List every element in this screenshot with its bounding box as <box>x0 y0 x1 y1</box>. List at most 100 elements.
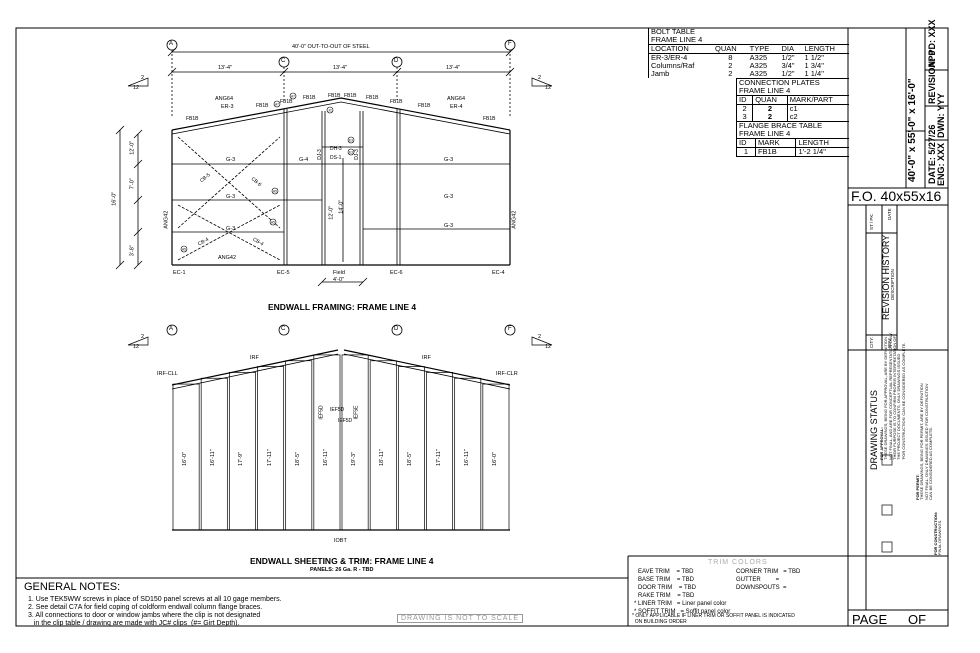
door-label: DH-3 <box>330 146 342 152</box>
grid-label-a: A <box>169 41 174 47</box>
height-dim-1: 12'-0" <box>129 140 136 155</box>
slope-rise-right: 2 <box>538 334 542 340</box>
note-line: in the clip table / drawing are made wit… <box>28 620 240 627</box>
col-header: QUAN <box>752 95 788 105</box>
trim-color-line: * LINER TRIM = Liner panel color <box>634 601 727 607</box>
panel-length-label: 16'-11" <box>322 449 329 466</box>
general-notes-title: GENERAL NOTES: <box>24 581 121 593</box>
trim-label: IRF-CLL <box>157 371 178 377</box>
cell: 1 1/2" <box>804 53 824 62</box>
door-height-dim: 12'-0" <box>328 205 335 220</box>
bay-dim-1: 13'-4" <box>218 65 233 71</box>
panel-length-label: 17'-9" <box>238 451 245 466</box>
cell: 2 <box>728 69 733 78</box>
sheeting-panel <box>341 354 369 531</box>
appd-text: APPD: XXX <box>927 19 937 68</box>
flange-brace-label: FB1B <box>186 116 199 122</box>
panels-note: PANELS: 26 Ga. R - TBD <box>310 567 374 573</box>
flange-brace-label: FB1B <box>280 99 293 105</box>
trim-color-line: DOWNSPOUTS = <box>736 585 787 591</box>
trim-label: IRF <box>422 355 431 361</box>
sheeting-panel <box>397 366 425 531</box>
clip-mark-label: A7 <box>291 94 295 98</box>
cell: Jamb <box>651 69 670 78</box>
status-line: FINAL DRAWINGS. <box>937 519 943 555</box>
sheeting-panel <box>228 372 256 531</box>
trim-footnote: * ONLY APPLICABLE IF LINER TRIM OR SOFFI… <box>632 613 795 619</box>
page-label: PAGE <box>852 612 888 627</box>
drawing-status-title: DRAWING STATUS <box>869 390 879 470</box>
dimensions-text: 40'-0" x 55'-0" x 16'-0" <box>907 78 918 182</box>
clip-mark <box>269 218 277 226</box>
col-header: LENGTH <box>804 44 835 53</box>
col-header: LENGTH <box>798 138 829 147</box>
flange-brace-label: FB1B <box>256 103 269 109</box>
field-label: Field <box>333 270 345 276</box>
grid-label-c: C <box>281 326 286 332</box>
flange-brace-label: FB1B <box>366 95 379 101</box>
trim-color-line: * SOFFIT TRIM = Soffit panel color <box>634 609 731 615</box>
bolt-table: BOLT TABLE FRAME LINE 4 LOCATION QUAN TY… <box>648 28 849 78</box>
girt-label: G-3 <box>444 157 454 163</box>
cell: 1 <box>736 147 756 157</box>
sheeting-panel <box>482 383 510 531</box>
panel-length-label: 18'-11" <box>379 449 386 466</box>
door-height-dim-2: 14'-0" <box>338 199 345 214</box>
panel-length-label: 17'-11" <box>266 449 273 466</box>
clip-mark <box>326 106 334 114</box>
bay-dim-2: 13'-4" <box>333 65 348 71</box>
revision-date: DATE <box>887 208 892 220</box>
angle-label-left: ANG64 <box>215 96 234 102</box>
city-label: CITY: <box>869 336 874 348</box>
trim-footnote: ON BUILDING ORDER <box>632 619 687 625</box>
bay-dim-3: 13'-4" <box>446 65 461 71</box>
trim-colors-title: TRIM COLORS <box>708 559 768 566</box>
panel-length-label: 18'-5" <box>294 451 301 466</box>
trim-color-line: CORNER TRIM = TBD <box>736 569 801 575</box>
trim-color-line: BASE TRIM = TBD <box>638 577 694 583</box>
sheeting-panel <box>369 360 397 531</box>
overall-width-dim: 40'-0" OUT-TO-OUT OF STEEL <box>292 44 370 50</box>
clip-mark-label: E3 <box>349 150 353 154</box>
bolt-table-header: LOCATION QUAN TYPE DIA LENGTH <box>648 44 849 54</box>
sheeting-panel <box>313 354 341 531</box>
clip-mark-label: A5 <box>273 189 277 193</box>
girt-label: G-3 <box>226 194 236 200</box>
sheeting-title: ENDWALL SHEETING & TRIM: FRAME LINE 4 <box>250 556 434 566</box>
clip-mark-label: E3 <box>349 138 353 142</box>
bolt-table-subtitle: FRAME LINE 4 <box>648 36 849 45</box>
door-trim-label: IEF5D <box>330 407 345 413</box>
trim-color-line: EAVE TRIM = TBD <box>638 569 694 575</box>
sheet-border <box>15 27 949 627</box>
overall-height-dim: 16'-0" <box>111 191 118 206</box>
flange-brace-table: FLANGE BRACE TABLE FRAME LINE 4 ID MARK … <box>736 121 849 157</box>
slope-rise-right: 2 <box>538 75 542 81</box>
cell: 2 <box>752 113 788 122</box>
panel-length-label: 18'-5" <box>407 451 414 466</box>
endwall-framing <box>115 39 516 287</box>
note-line: 2. See detail C7A for field coping of co… <box>28 604 263 611</box>
rafter-label-left: ER-3 <box>221 104 234 110</box>
endwall-sheeting <box>166 324 516 531</box>
cell: A325 <box>749 53 768 62</box>
panel-length-label: 16'-0" <box>182 451 189 466</box>
cell: c2 <box>789 112 798 121</box>
trim-label: IRF-CLR <box>496 371 518 377</box>
column-label: EC-1 <box>173 270 186 276</box>
cell: 8 <box>728 53 733 62</box>
sheeting-panel <box>454 377 482 531</box>
note-line: 1. Use TEK5WW screws in place of SD150 p… <box>28 596 282 603</box>
slope-rise: 2 <box>141 334 145 340</box>
cell: 2 <box>736 104 754 113</box>
connection-plates-table: CONNECTION PLATES FRAME LINE 4 ID QUAN M… <box>736 78 849 122</box>
door-trim-label: IEF5E <box>353 405 360 420</box>
note-line: 3. All connections to door or window jam… <box>28 612 261 619</box>
cell: 1/2" <box>781 53 795 62</box>
flange-brace-label: FB1B <box>344 93 357 99</box>
door-label: DJ-3 <box>316 149 323 160</box>
door-label: DJ-3 <box>353 149 360 160</box>
grid-label-a: A <box>169 326 174 332</box>
